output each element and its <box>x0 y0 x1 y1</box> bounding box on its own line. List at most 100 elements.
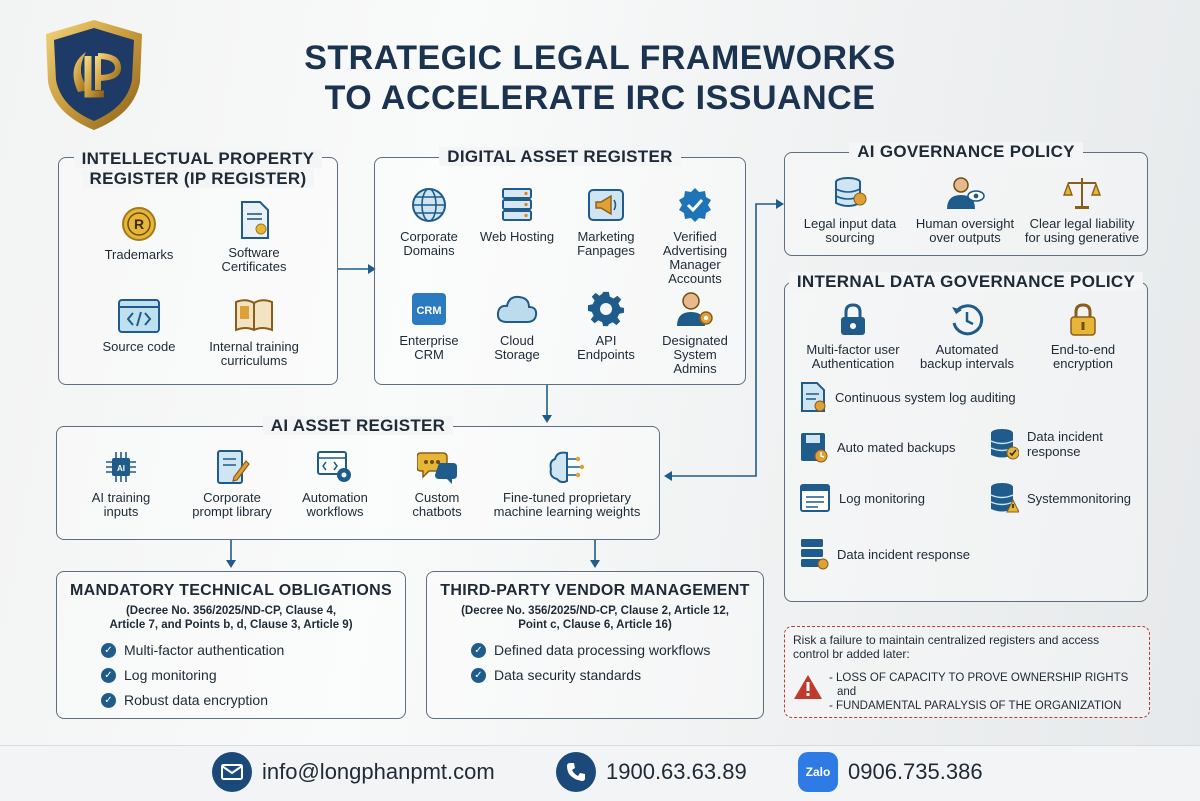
ai-register-title: AI ASSET REGISTER <box>57 416 659 436</box>
svg-text:R: R <box>134 216 144 232</box>
enterprise-crm-item: CRM Enterprise CRM <box>385 290 473 362</box>
lock-icon <box>841 303 865 335</box>
risk-warning-box: Risk a failure to maintain centralized r… <box>784 626 1150 718</box>
workflow-icon <box>317 451 351 482</box>
page-title-line2: TO ACCELERATE IRC ISSUANCE <box>324 79 876 117</box>
digital-register-title: DIGITAL ASSET REGISTER <box>375 147 745 167</box>
legal-liability-item: Clear legal liability for using generati… <box>1017 175 1147 245</box>
log-auditing-row: Continuous system log auditing <box>799 381 1016 413</box>
crm-icon: CRM <box>412 293 446 325</box>
company-logo <box>38 16 150 134</box>
mandatory-item: ✓Log monitoring <box>101 667 217 683</box>
check-icon: ✓ <box>471 642 486 658</box>
footer-zalo[interactable]: Zalo 0906.735.386 <box>798 752 983 792</box>
gear-icon <box>587 291 625 327</box>
incident-db-icon <box>990 429 1019 460</box>
padlock-icon <box>1070 303 1096 336</box>
corporate-domains-item: Corporate Domains <box>385 186 473 258</box>
system-monitor-icon <box>990 483 1019 513</box>
vendor-title: THIRD-PARTY VENDOR MANAGEMENT <box>440 582 750 599</box>
ip-register-title: INTELLECTUAL PROPERTY REGISTER (IP REGIS… <box>59 149 337 189</box>
backup-disk-icon <box>801 433 828 463</box>
legal-input-item: Legal input data sourcing <box>791 175 909 245</box>
data-incident-response-row-2: Data incident response <box>799 537 970 571</box>
footer-email[interactable]: info@longphanpmt.com <box>212 752 495 792</box>
internal-training-item: Internal training curriculums <box>191 296 317 368</box>
scales-icon <box>1063 178 1101 209</box>
vendor-item: ✓Defined data processing workflows <box>471 642 710 658</box>
mandatory-decree-line2: Article 7, and Points b, d, Clause 3, Ar… <box>109 619 353 631</box>
zalo-icon: Zalo <box>798 752 838 792</box>
backup-clock-icon <box>952 304 984 336</box>
ml-weights-item: Fine-tuned proprietary machine learning … <box>477 449 657 519</box>
cloud-icon <box>496 295 538 323</box>
chip-icon: AI <box>106 452 136 482</box>
prompt-library-item: Corporate prompt library <box>175 449 289 519</box>
automation-workflows-item: Automation workflows <box>285 449 385 519</box>
oversight-icon <box>947 177 985 209</box>
check-icon: ✓ <box>101 692 116 708</box>
human-oversight-item: Human oversight over outputs <box>907 175 1023 245</box>
svg-text:AI: AI <box>117 464 125 473</box>
automated-backup-item: Automated backup intervals <box>909 303 1025 371</box>
vendor-item: ✓Data security standards <box>471 667 641 683</box>
cloud-storage-item: Cloud Storage <box>471 290 563 362</box>
trademarks-item: R Trademarks <box>79 206 199 262</box>
internal-data-governance-box: INTERNAL DATA GOVERNANCE POLICY Multi-fa… <box>784 272 1148 602</box>
vendor-decree-line1: (Decree No. 356/2025/ND-CP, Clause 2, Ar… <box>461 605 729 617</box>
ip-register-box: INTELLECTUAL PROPERTY REGISTER (IP REGIS… <box>58 149 338 385</box>
web-hosting-item: Web Hosting <box>471 186 563 244</box>
arrow-ip-to-digital <box>338 264 376 274</box>
end-to-end-encryption-item: End-to-end encryption <box>1025 303 1141 371</box>
arrow-to-vendor <box>590 540 600 568</box>
trademark-icon: R <box>122 207 156 241</box>
server-icon <box>502 188 532 221</box>
page-title-line1: STRATEGIC LEGAL FRAMEWORKS <box>304 39 896 77</box>
mandatory-obligations-box: MANDATORY TECHNICAL OBLIGATIONS (Decree … <box>56 571 406 719</box>
system-monitoring-row: Systemmonitoring <box>989 481 1131 515</box>
vendor-decree-line2: Point c, Clause 6, Article 16) <box>518 619 672 631</box>
email-icon <box>212 752 252 792</box>
incident-server-icon <box>801 539 829 570</box>
log-monitor-icon <box>800 484 830 512</box>
check-icon: ✓ <box>101 642 116 658</box>
arrow-to-mandatory <box>226 540 236 568</box>
source-code-item: Source code <box>79 298 199 354</box>
chatbot-icon <box>417 452 457 484</box>
brain-icon <box>549 451 585 484</box>
log-monitoring-row: Log monitoring <box>799 483 925 513</box>
certificate-icon <box>241 201 269 239</box>
source-code-icon <box>118 299 160 333</box>
footer-phone[interactable]: 1900.63.63.89 <box>556 752 747 792</box>
risk-intro: Risk a failure to maintain centralized r… <box>793 633 1100 661</box>
log-audit-icon <box>801 382 826 412</box>
megaphone-icon <box>588 189 624 221</box>
automated-backups-row: Auto mated backups <box>799 431 956 463</box>
ai-governance-box: AI GOVERNANCE POLICY Legal input data so… <box>784 142 1148 256</box>
software-certificates-item: Software Certificates <box>194 200 314 274</box>
footer-bar <box>0 745 1200 801</box>
admin-user-icon <box>677 292 713 326</box>
book-icon <box>235 299 273 332</box>
mandatory-item: ✓Multi-factor authentication <box>101 642 284 658</box>
vendor-management-box: THIRD-PARTY VENDOR MANAGEMENT (Decree No… <box>426 571 764 719</box>
mandatory-decree-line1: (Decree No. 356/2025/ND-CP, Clause 4, <box>125 605 337 617</box>
marketing-fanpages-item: Marketing Fanpages <box>561 186 651 258</box>
mfa-user-item: Multi-factor user Authentication <box>793 303 913 371</box>
arrow-digital-to-ai-register <box>542 385 552 423</box>
warning-icon <box>794 675 822 699</box>
check-icon: ✓ <box>101 667 116 683</box>
check-icon: ✓ <box>471 667 486 683</box>
connector-right-column <box>664 199 784 481</box>
mandatory-item: ✓Robust data encryption <box>101 692 268 708</box>
verified-badge-icon <box>679 188 711 222</box>
digital-asset-register-box: DIGITAL ASSET REGISTER Corporate Domains… <box>374 147 746 385</box>
globe-icon <box>412 188 446 222</box>
verified-advertising-item: Verified Advertising Manager Accounts <box>649 186 741 286</box>
prompt-library-icon <box>217 450 250 484</box>
risk-points: - LOSS OF CAPACITY TO PROVE OWNERSHIP RI… <box>829 672 1129 712</box>
ai-asset-register-box: AI ASSET REGISTER AI AI training inputs … <box>56 416 660 540</box>
internal-data-title: INTERNAL DATA GOVERNANCE POLICY <box>785 272 1147 292</box>
ai-governance-title: AI GOVERNANCE POLICY <box>785 142 1147 162</box>
